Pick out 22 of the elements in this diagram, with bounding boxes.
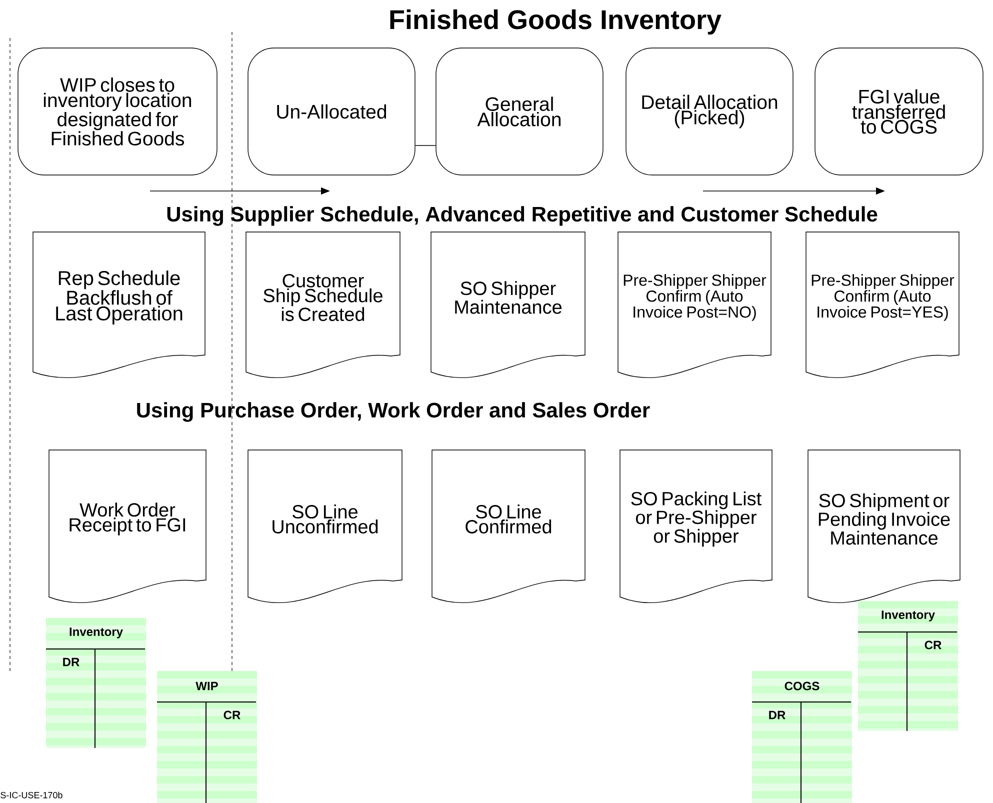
- node-label: CR: [224, 710, 240, 720]
- node-label: COGS: [784, 682, 820, 690]
- connector-line: [415, 145, 436, 146]
- t-account: Inventory DR: [46, 618, 146, 748]
- t-account: COGS DR: [752, 671, 852, 803]
- node-label: DR: [63, 658, 80, 666]
- node-label: WIP: [196, 682, 218, 690]
- rounded-box: Un-Allocated: [248, 48, 416, 176]
- rounded-box: General Allocation: [436, 48, 604, 176]
- node-label: Inventory: [70, 628, 123, 638]
- rounded-box: FGI value transferred to COGS: [814, 48, 984, 176]
- section-heading: Using Supplier Schedule, Advanced Repetitive and Customer Schedule: [167, 206, 878, 226]
- node-label: CR: [924, 640, 942, 650]
- rounded-box: Detail Allocation (Picked): [626, 48, 794, 176]
- title: Finished Goods Inventory: [390, 9, 722, 35]
- section-heading: Using Purchase Order, Work Order and Sales Order: [137, 402, 650, 422]
- node-label: Inventory: [882, 610, 935, 622]
- t-account: Inventory CR: [858, 601, 958, 732]
- node-label: DR: [769, 710, 786, 720]
- t-account: WIP CR: [156, 671, 257, 803]
- rounded-box: WIP closes to inventory location designated for Finished Goods: [18, 48, 218, 176]
- figure-code: S-IC-USE-170b: [0, 792, 62, 798]
